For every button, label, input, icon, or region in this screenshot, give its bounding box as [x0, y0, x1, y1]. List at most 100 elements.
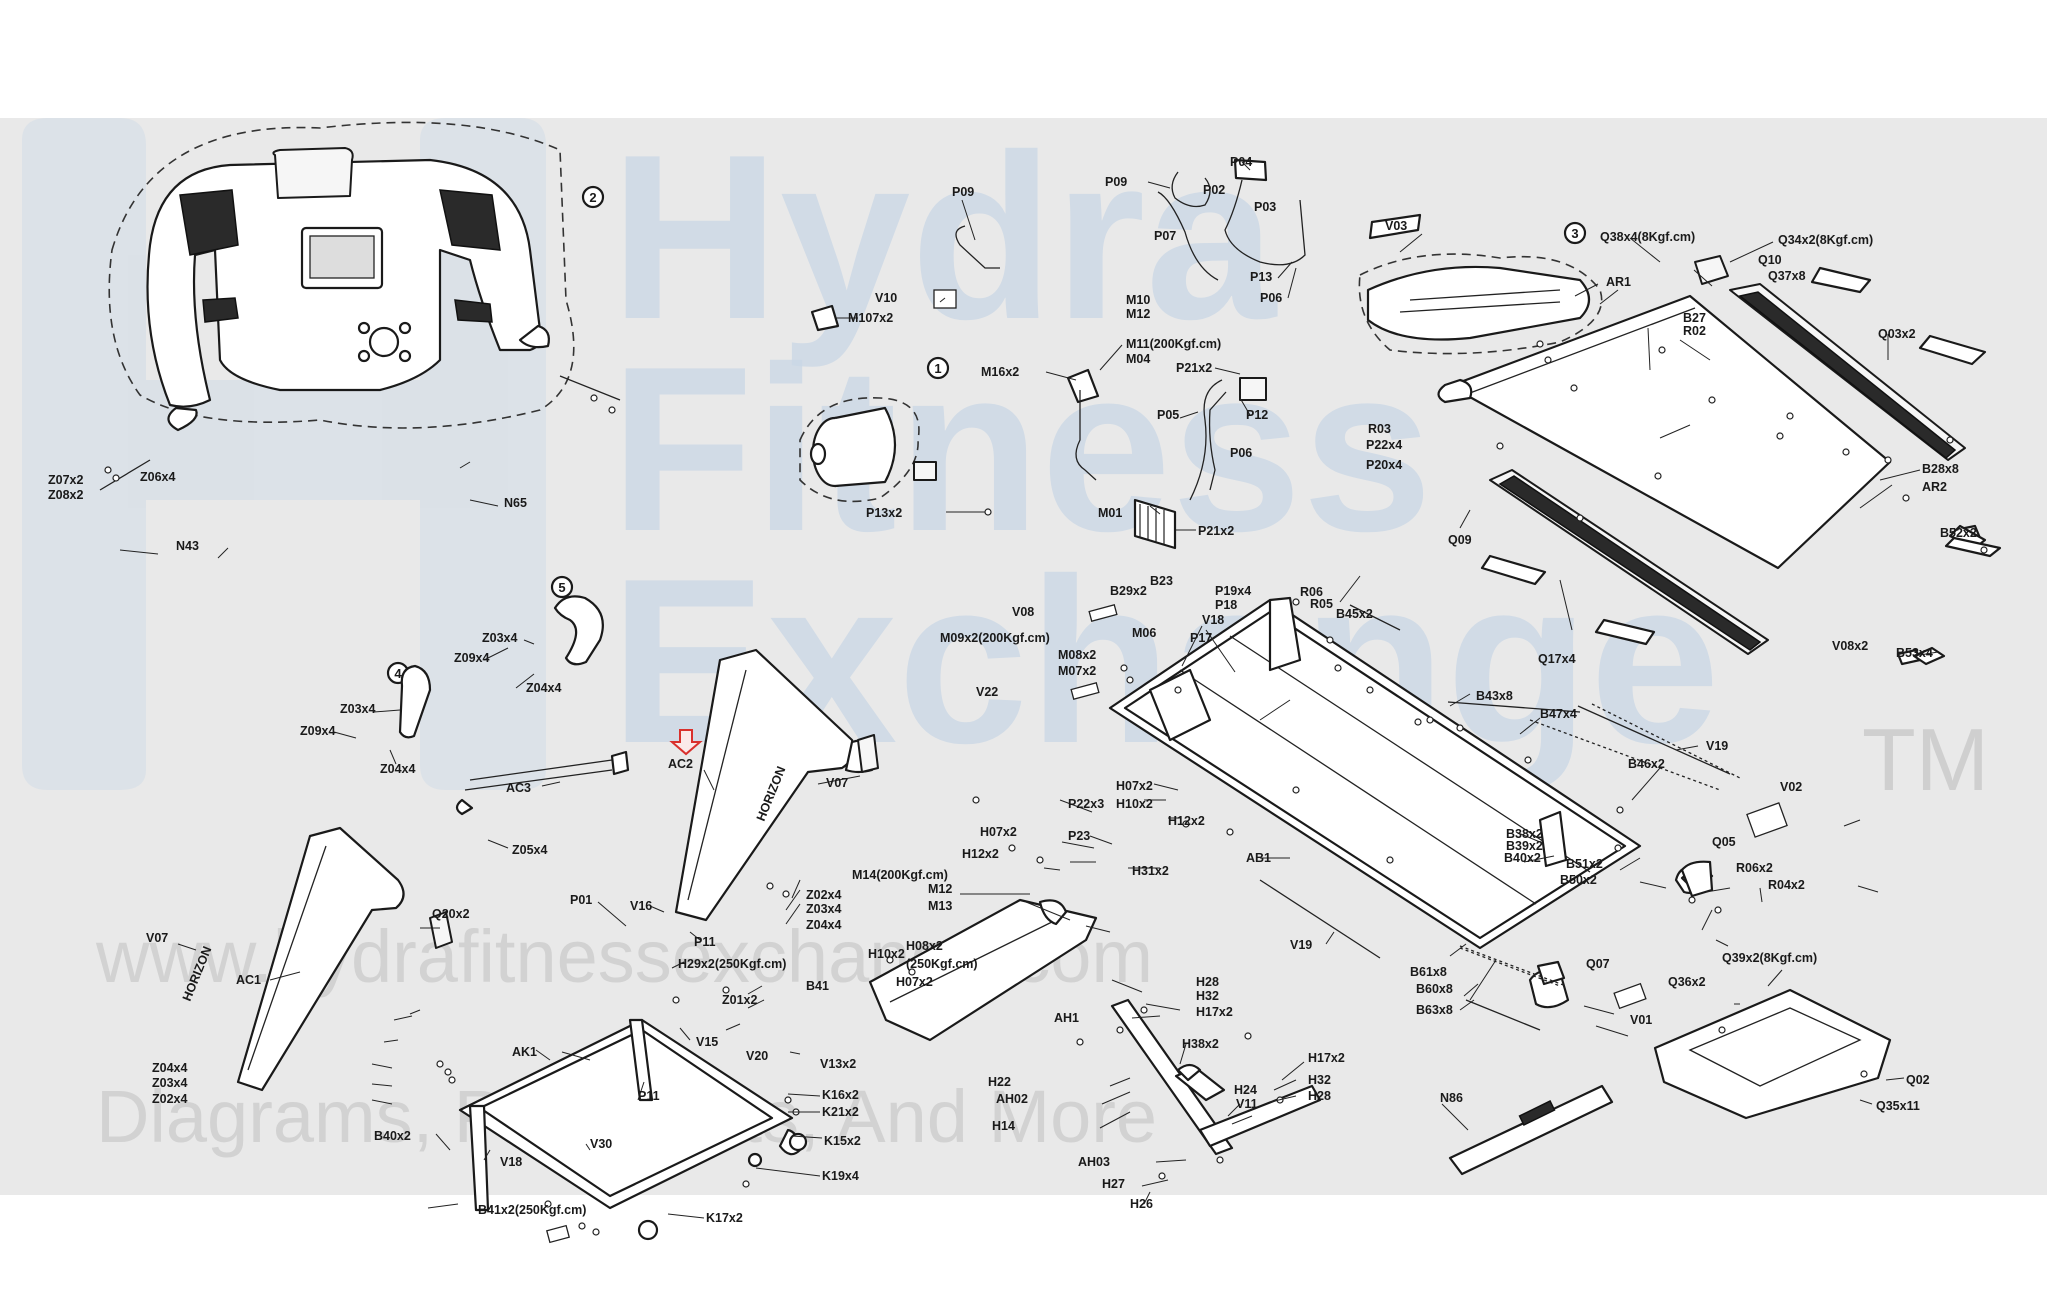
label-AR1: AR1 — [1606, 275, 1631, 289]
label-Q07: Q07 — [1586, 957, 1610, 971]
label-AH02: AH02 — [996, 1092, 1028, 1106]
label-H10x2b: H10x2 — [868, 947, 905, 961]
label-H07x2b: H07x2 — [980, 825, 1017, 839]
label-P01: P01 — [570, 893, 592, 907]
label-B28x8: B28x8 — [1922, 462, 1959, 476]
label-P22x4: P22x4 — [1366, 438, 1402, 452]
label-AC3: AC3 — [506, 781, 531, 795]
svg-text:5: 5 — [558, 580, 565, 595]
label-P22x3: P22x3 — [1068, 797, 1104, 811]
label-B61x8: B61x8 — [1410, 965, 1447, 979]
label-R05: R05 — [1310, 597, 1333, 611]
label-B52x2: B52x2 — [1940, 526, 1977, 540]
label-V15: V15 — [696, 1035, 718, 1049]
label-H07x2c: H07x2 — [896, 975, 933, 989]
label-H32b: H32 — [1308, 1073, 1331, 1087]
label-K17x2: K17x2 — [706, 1211, 743, 1225]
label-R04x2: R04x2 — [1768, 878, 1805, 892]
label-V11: V11 — [1236, 1097, 1258, 1111]
label-Z03x4c: Z03x4 — [806, 902, 841, 916]
label-AH03: AH03 — [1078, 1155, 1110, 1169]
svg-text:4: 4 — [394, 666, 402, 681]
label-H12x2a: H12x2 — [1168, 814, 1205, 828]
label-Q10: Q10 — [1758, 253, 1782, 267]
label-P21x2a: P21x2 — [1176, 361, 1212, 375]
label-M12b: M12 — [928, 882, 952, 896]
label-M13: M13 — [928, 899, 952, 913]
label-B41: B41 — [806, 979, 829, 993]
svg-text:2: 2 — [589, 190, 596, 205]
label-H08x2: H08x2 — [906, 939, 943, 953]
label-Q35x11: Q35x11 — [1876, 1099, 1920, 1113]
svg-text:3: 3 — [1571, 226, 1578, 241]
label-Q17x4: Q17x4 — [1538, 652, 1576, 666]
label-P19x4: P19x4 — [1215, 584, 1251, 598]
label-P03: P03 — [1254, 200, 1276, 214]
part-labels: P09 P09 P02 P04 P03 P07 P13 P06 V03 Q38x… — [48, 155, 1977, 1225]
label-P02: P02 — [1203, 183, 1225, 197]
label-P06a: P06 — [1260, 291, 1282, 305]
label-V10: V10 — [875, 291, 897, 305]
label-B40x2b: B40x2 — [374, 1129, 411, 1143]
label-AB1: AB1 — [1246, 851, 1271, 865]
label-M12a: M12 — [1126, 307, 1150, 321]
label-Q36x2: Q36x2 — [1668, 975, 1706, 989]
label-M16x2: M16x2 — [981, 365, 1019, 379]
label-V22: V22 — [976, 685, 998, 699]
label-Q38x4: Q38x4(8Kgf.cm) — [1600, 230, 1695, 244]
label-R06x2: R06x2 — [1736, 861, 1773, 875]
label-H27: H27 — [1102, 1177, 1125, 1191]
label-M14: M14(200Kgf.cm) — [852, 868, 948, 882]
callout-1: 1 — [926, 356, 950, 380]
label-Z09x4b: Z09x4 — [300, 724, 335, 738]
label-Z03x4d: Z03x4 — [152, 1076, 187, 1090]
watermark-line2: Fitness — [610, 317, 1433, 580]
label-H17x2a: H17x2 — [1196, 1005, 1233, 1019]
label-Z08x2: Z08x2 — [48, 488, 83, 502]
label-Z03x4a: Z03x4 — [482, 631, 517, 645]
label-Z04x4c: Z04x4 — [806, 918, 841, 932]
label-V01: V01 — [1630, 1013, 1652, 1027]
label-P04: P04 — [1230, 155, 1252, 169]
label-Z04x4d: Z04x4 — [152, 1061, 187, 1075]
label-Z06x4a: Z06x4 — [140, 470, 175, 484]
label-M06: M06 — [1132, 626, 1156, 640]
label-AK1: AK1 — [512, 1045, 537, 1059]
label-Q03x2: Q03x2 — [1878, 327, 1916, 341]
label-B46x2: B46x2 — [1628, 757, 1665, 771]
label-P17: P17 — [1190, 631, 1212, 645]
label-H28b: H28 — [1308, 1089, 1331, 1103]
label-H14: H14 — [992, 1119, 1015, 1133]
label-B63x8: B63x8 — [1416, 1003, 1453, 1017]
label-Q37x8: Q37x8 — [1768, 269, 1806, 283]
handlebar-parts — [398, 595, 630, 816]
leader-lines — [119, 161, 1939, 1219]
label-P23: P23 — [1068, 829, 1090, 843]
label-V18b: V18 — [500, 1155, 522, 1169]
label-P12: P12 — [1246, 408, 1268, 422]
label-B29x2: B29x2 — [1110, 584, 1147, 598]
label-B27: B27 — [1683, 311, 1706, 325]
label-M08x2: M08x2 — [1058, 648, 1096, 662]
watermark-line1: Hydra — [610, 105, 1278, 368]
label-K15x2: K15x2 — [824, 1134, 861, 1148]
console-assembly — [99, 121, 621, 491]
watermark-trademark: TM — [1862, 710, 1989, 809]
label-N43: N43 — [176, 539, 199, 553]
label-P06b: P06 — [1230, 446, 1252, 460]
label-V13x2: V13x2 — [820, 1057, 856, 1071]
label-P11b: P11 — [638, 1089, 660, 1103]
label-V20: V20 — [746, 1049, 768, 1063]
label-M10: M10 — [1126, 293, 1150, 307]
label-H17x2b: H17x2 — [1308, 1051, 1345, 1065]
label-H26: H26 — [1130, 1197, 1153, 1211]
label-P11a: P11 — [694, 935, 716, 949]
label-P18: P18 — [1215, 598, 1237, 612]
label-Q34x2: Q34x2(8Kgf.cm) — [1778, 233, 1873, 247]
label-V19b: V19 — [1290, 938, 1312, 952]
label-R03: R03 — [1368, 422, 1391, 436]
label-Z05x4: Z05x4 — [512, 843, 547, 857]
label-P13x2: P13x2 — [866, 506, 902, 520]
label-V08: V08 — [1012, 605, 1034, 619]
label-Z01x2: Z01x2 — [722, 993, 757, 1007]
